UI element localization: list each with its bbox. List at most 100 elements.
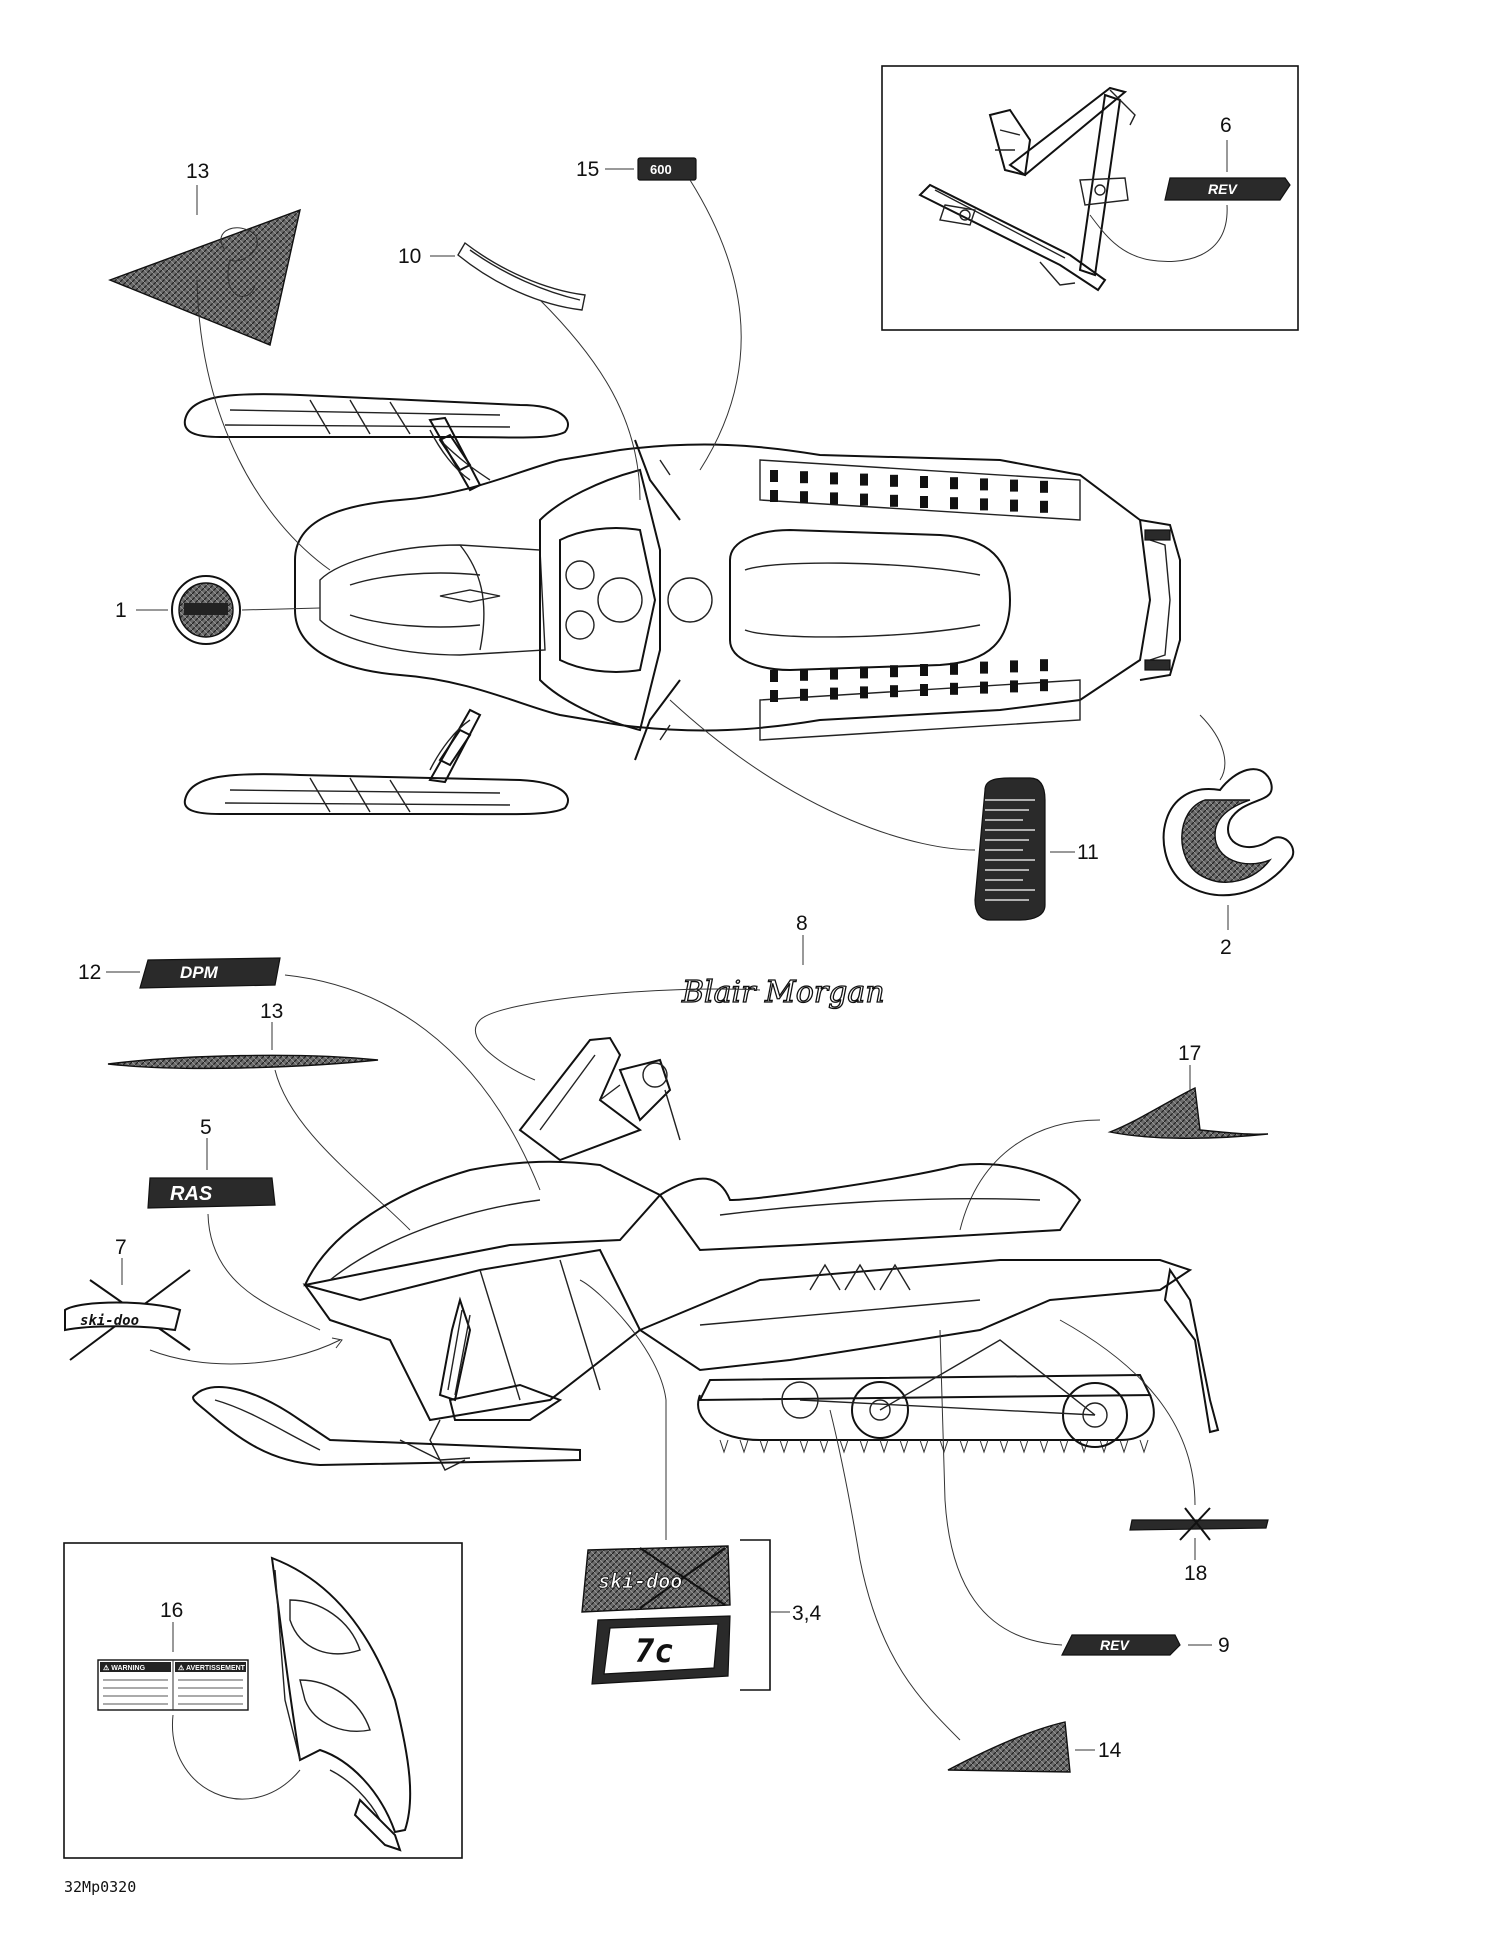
decal-3-text: ski-doo <box>598 1569 682 1593</box>
callout-2: 2 <box>1220 936 1232 959</box>
decal-17-triangle: 17 <box>959 1042 1269 1231</box>
decal-12-text: DPM <box>180 963 219 982</box>
callout-3-4: 3,4 <box>792 1602 822 1625</box>
grip-block <box>890 474 898 487</box>
grip-block <box>860 493 868 506</box>
callout-18: 18 <box>1184 1562 1207 1585</box>
grip-block <box>920 476 928 488</box>
grip-block <box>860 686 868 699</box>
grip-block <box>980 681 988 694</box>
grip-block <box>800 688 808 701</box>
decal-6-rev-badge: REV <box>1164 177 1291 201</box>
grip-block <box>770 670 778 682</box>
decal-13-strip: 13 <box>107 1000 411 1231</box>
decal-16-text-lines <box>103 1679 243 1705</box>
decal-16-warning-en: ⚠ WARNING <box>103 1664 146 1672</box>
grip-block <box>1010 479 1018 492</box>
callout-17: 17 <box>1178 1042 1201 1065</box>
callout-6: 6 <box>1220 114 1232 137</box>
grip-block <box>980 478 988 491</box>
decal-16-warning-label: ⚠ WARNING ⚠ AVERTISSEMENT <box>97 1659 249 1711</box>
grip-block <box>860 666 868 679</box>
callout-11: 11 <box>1077 841 1099 864</box>
track-lug <box>819 1439 829 1454</box>
top-view-lower-ski <box>183 708 569 816</box>
decal-7-text: ski-doo <box>80 1313 139 1329</box>
grip-block <box>920 664 928 676</box>
grip-block <box>830 472 838 485</box>
track-lug <box>1139 1439 1149 1454</box>
steering-frame-drawing <box>918 86 1136 292</box>
callout-14: 14 <box>1098 1739 1122 1762</box>
track-lug <box>899 1439 909 1454</box>
grip-block <box>1010 680 1018 693</box>
track-lug <box>759 1439 769 1454</box>
callout-8: 8 <box>796 912 808 935</box>
decal-10-arc: 10 <box>398 241 641 501</box>
grip-block <box>770 470 778 482</box>
decal-18-strip: 18 <box>1059 1319 1269 1585</box>
track-lug <box>919 1439 929 1454</box>
decal-15-badge: 600 15 <box>576 157 742 471</box>
callout-16: 16 <box>160 1599 183 1622</box>
grip-block <box>980 661 988 674</box>
snowmobile-top-view <box>183 393 1181 816</box>
decal-11-text-lines <box>985 799 1035 901</box>
grip-block <box>1040 500 1048 513</box>
grip-block <box>800 668 808 681</box>
callout-9: 9 <box>1218 1634 1230 1657</box>
decal-7-skidoo-x: ski-doo 7 <box>64 1236 343 1365</box>
decal-12-dpm: DPM 12 <box>78 957 541 1191</box>
track-lug <box>1119 1439 1129 1454</box>
grip-block <box>1040 659 1048 672</box>
grip-block <box>1040 679 1048 692</box>
track-lug <box>779 1439 789 1454</box>
track-lug <box>999 1439 1009 1454</box>
grip-block <box>920 496 928 508</box>
top-view-body <box>294 439 1181 761</box>
grip-block <box>800 471 808 484</box>
grip-block <box>890 685 898 698</box>
grip-block <box>950 497 958 510</box>
hood-underside-drawing <box>270 1556 412 1852</box>
inset-hood-underside-box: ⚠ WARNING ⚠ AVERTISSEMENT 16 <box>63 1542 463 1859</box>
callout-5: 5 <box>200 1116 212 1139</box>
callout-15: 15 <box>576 158 599 181</box>
grip-block <box>830 492 838 505</box>
inset-frame-box: REV 6 <box>881 65 1299 331</box>
track-lug <box>719 1439 729 1454</box>
track-lug <box>979 1439 989 1454</box>
decal-1-round-emblem: 1 <box>115 575 321 645</box>
decal-8-text: Blair Morgan <box>681 975 885 1010</box>
grip-block <box>1040 480 1048 493</box>
decal-14-triangle: 14 <box>829 1409 1122 1773</box>
decal-5-ras: RAS 5 <box>147 1116 321 1331</box>
callout-10: 10 <box>398 245 421 268</box>
track-lug <box>959 1439 969 1454</box>
decal-5-text: RAS <box>170 1183 213 1205</box>
grip-block <box>950 477 958 490</box>
snowmobile-side-view <box>192 1036 1220 1471</box>
grip-block <box>830 687 838 700</box>
track-lug <box>859 1439 869 1454</box>
callout-12: 12 <box>78 961 101 984</box>
callout-7: 7 <box>115 1236 127 1259</box>
grip-block <box>920 684 928 696</box>
decal-11-warning-plate: 11 <box>669 699 1099 921</box>
grip-block <box>770 690 778 702</box>
decal-4-text: 7c <box>635 1632 674 1670</box>
track-lug <box>879 1439 889 1454</box>
running-board-grips <box>770 470 1048 702</box>
decal-9-text: REV <box>1100 1637 1130 1653</box>
callout-13-strip: 13 <box>260 1000 283 1023</box>
callout-1: 1 <box>115 599 127 622</box>
track-lug <box>739 1439 749 1454</box>
grip-block <box>860 473 868 486</box>
drawing-reference-code: 32Mp0320 <box>64 1878 136 1896</box>
grip-block <box>1010 499 1018 512</box>
grip-block <box>890 494 898 507</box>
decal-15-text: 600 <box>650 162 672 177</box>
grip-block <box>890 665 898 678</box>
